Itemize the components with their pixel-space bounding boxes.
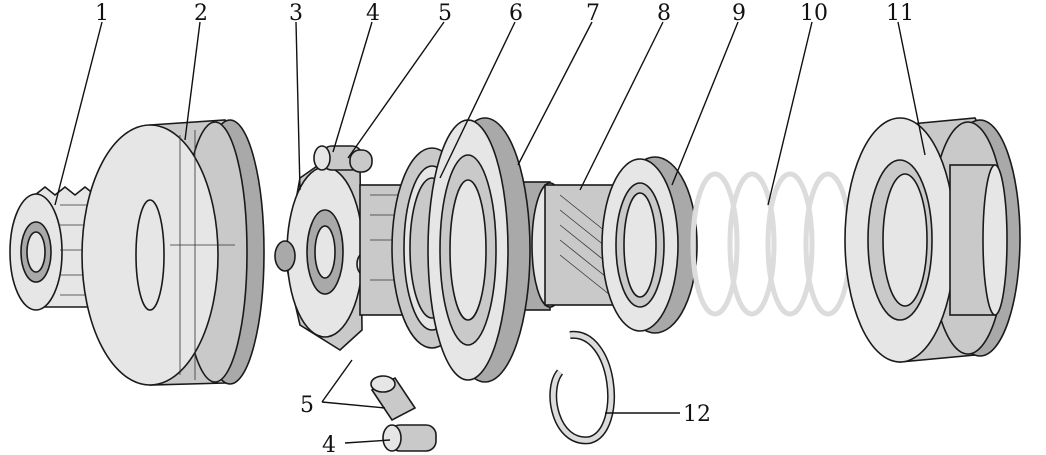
spring-seat (601, 156, 698, 334)
label-8: 8 (657, 1, 671, 26)
label-6: 6 (509, 1, 523, 26)
label-5: 5 (438, 1, 452, 26)
loose-roller (370, 375, 417, 422)
label-11: 11 (886, 1, 914, 26)
end-cap (844, 117, 1021, 363)
coil-spring (690, 171, 853, 317)
label-9: 9 (732, 1, 746, 26)
label-12: 12 (683, 402, 711, 427)
label-4-pin: 4 (322, 433, 336, 455)
label-5-roller: 5 (300, 393, 314, 418)
label-10: 10 (800, 1, 828, 26)
label-4: 4 (366, 1, 380, 26)
label-2: 2 (194, 1, 208, 26)
label-1: 1 (95, 1, 109, 26)
flange-ring (427, 117, 531, 383)
snap-ring (549, 330, 615, 445)
roller-carrier (274, 149, 364, 351)
loose-pin (382, 424, 437, 452)
clutch-housing (81, 119, 265, 386)
label-7: 7 (586, 1, 600, 26)
leader-lines (54, 21, 926, 444)
label-3: 3 (289, 1, 303, 26)
